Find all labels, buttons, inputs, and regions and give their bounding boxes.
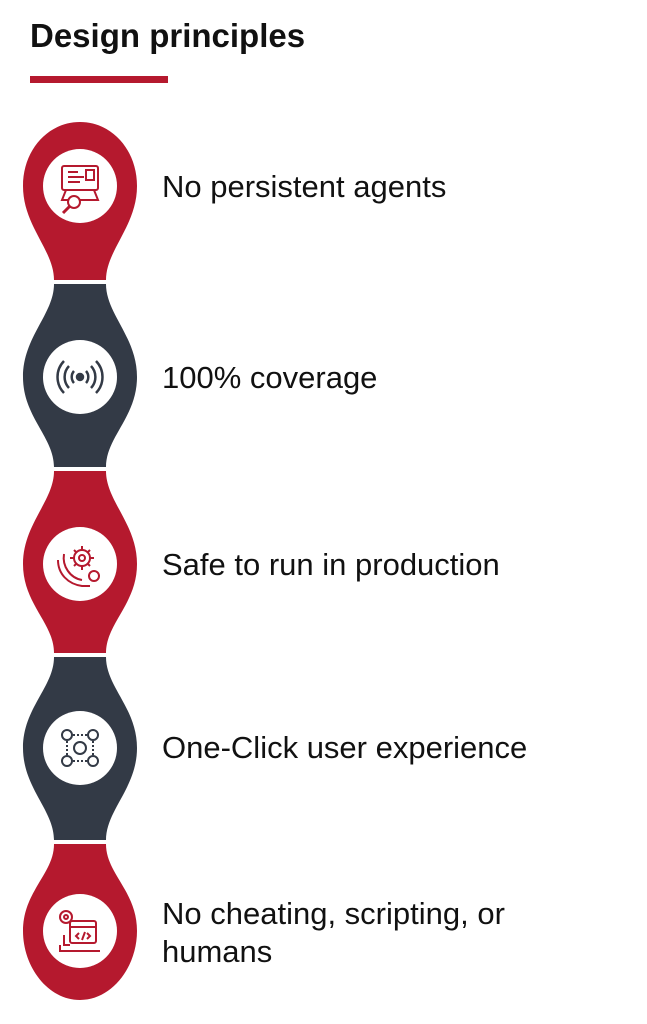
icon-circle-3 (43, 527, 117, 601)
principle-label-1: No persistent agents (162, 169, 447, 204)
monitor-magnifier-icon (60, 165, 100, 215)
icon-circle-4 (43, 711, 117, 785)
hand-gears-icon (57, 546, 100, 587)
radar-waves-icon (56, 360, 104, 394)
icon-circle-1 (43, 149, 117, 223)
principle-label-3: Safe to run in production (162, 547, 500, 582)
workflow-nodes-icon (61, 729, 99, 767)
principle-label-2: 100% coverage (162, 360, 378, 395)
page-title: Design principles (30, 17, 306, 54)
principle-label-5: No cheating, scripting, or humans (162, 896, 505, 969)
code-terminal-icon (59, 910, 100, 952)
principle-label-4: One-Click user experience (162, 730, 528, 765)
icon-circle-5 (43, 894, 117, 968)
title-underline (30, 76, 168, 83)
